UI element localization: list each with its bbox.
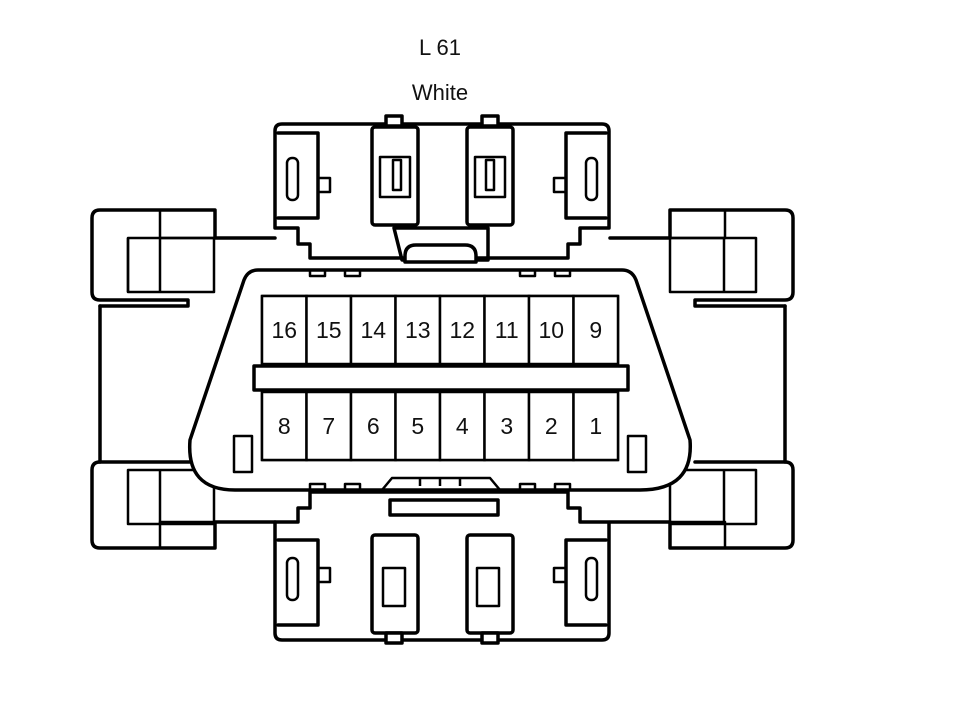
pin-cell [349, 390, 397, 462]
pin-cell [305, 390, 353, 462]
pin-number: 14 [360, 317, 386, 343]
pin-cell [527, 390, 575, 462]
pin-grid: 16 15 14 13 12 11 10 9 8 7 6 5 4 3 2 1 [260, 294, 620, 462]
pin-cell [349, 294, 397, 366]
right-upper-latch [608, 208, 795, 308]
pin-number: 4 [456, 413, 469, 439]
pin-cavity-11: 11 [483, 294, 531, 366]
pin-number: 7 [322, 413, 335, 439]
pin-number: 1 [589, 413, 602, 439]
pin-cell [260, 390, 308, 462]
pin-cavity-13: 13 [394, 294, 442, 366]
pin-number: 2 [545, 413, 558, 439]
pin-cavity-3: 3 [483, 390, 531, 462]
pin-number: 10 [538, 317, 564, 343]
left-upper-latch [90, 208, 277, 308]
pin-number: 6 [367, 413, 380, 439]
pin-cell [438, 390, 486, 462]
pin-cavity-1: 1 [572, 390, 620, 462]
pin-cell [483, 390, 531, 462]
pin-cavity-16: 16 [260, 294, 308, 366]
pin-cavity-14: 14 [349, 294, 397, 366]
pin-cell [572, 390, 620, 462]
pin-cavity-4: 4 [438, 390, 486, 462]
connector-code: L 61 [419, 35, 461, 60]
pin-number: 13 [405, 317, 431, 343]
pin-number: 8 [278, 413, 291, 439]
pin-cell [572, 294, 620, 366]
pin-cavity-7: 7 [305, 390, 353, 462]
pin-cavity-5: 5 [394, 390, 442, 462]
left-lower-latch [90, 460, 277, 550]
pin-cell [394, 294, 442, 366]
connector-color: White [412, 80, 468, 105]
pin-number: 9 [589, 317, 602, 343]
pin-number: 11 [495, 317, 519, 343]
pin-cavity-6: 6 [349, 390, 397, 462]
pin-cavity-12: 12 [438, 294, 486, 366]
pin-number: 15 [316, 317, 342, 343]
pin-cavity-8: 8 [260, 390, 308, 462]
pin-number: 16 [271, 317, 297, 343]
top-housing [273, 114, 611, 264]
pin-cavity-10: 10 [527, 294, 575, 366]
pin-cavity-15: 15 [305, 294, 353, 366]
pin-cavity-2: 2 [527, 390, 575, 462]
pin-number: 12 [449, 317, 475, 343]
pin-cavity-9: 9 [572, 294, 620, 366]
pin-number: 3 [500, 413, 513, 439]
right-lower-latch [608, 460, 795, 550]
pin-number: 5 [411, 413, 424, 439]
pin-cell [527, 294, 575, 366]
bottom-housing [273, 490, 611, 645]
pin-cell [394, 390, 442, 462]
